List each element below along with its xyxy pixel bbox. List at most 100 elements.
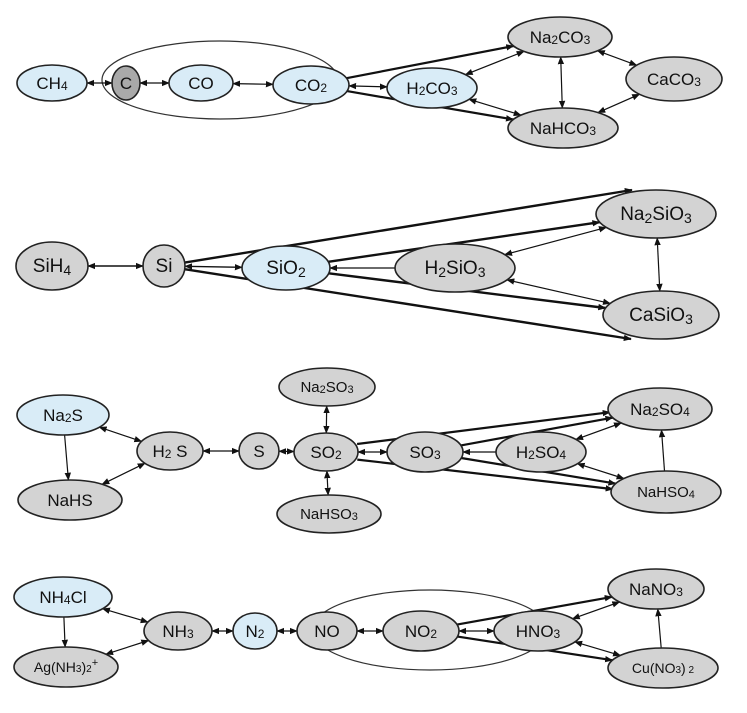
arrow-Si-to-SiO2: [184, 263, 243, 271]
node-H2CO3: H2CO3: [386, 67, 478, 109]
node-label: CO: [188, 74, 214, 93]
node-NaHSO4: NaHSO4: [610, 470, 722, 514]
node-label: NaNO3: [629, 580, 683, 600]
node-label: NaHS: [47, 491, 92, 510]
node-S: S: [238, 432, 280, 470]
node-ellipse: [168, 64, 234, 102]
arrow-H2SO4-to-Na2SO4: [575, 422, 622, 440]
node-Na2S: Na2S: [16, 394, 110, 436]
arrow-NH4Cl-to-NH3: [101, 607, 149, 624]
node-label: SO2: [310, 443, 342, 463]
node-ellipse: [111, 65, 141, 101]
arrow-CO-to-CO2: [232, 80, 274, 88]
node-label: H2 S: [152, 442, 187, 462]
arrow-H2SiO3-to-Na2SiO3: [504, 226, 607, 256]
node-label: SO3: [409, 443, 441, 463]
node-label: NaHSO3: [300, 506, 358, 523]
arrow-H2SiO3-to-CaSiO3: [506, 278, 611, 305]
node-ellipse: [607, 647, 719, 689]
arrow-AgNH32-to-NH3: [105, 639, 150, 656]
arrow-H2CO3-to-NaHCO3: [468, 98, 522, 117]
node-SiH4: SiH4: [15, 241, 89, 291]
node-label: NaHCO3: [530, 119, 597, 139]
arrow-Na2CO3-to-NaHCO3: [557, 56, 566, 109]
node-N2: N2: [232, 612, 278, 650]
node-ellipse: [386, 67, 478, 109]
arrow-HNO3-to-NaNO3: [571, 601, 621, 620]
node-ellipse: [16, 394, 110, 436]
arrow-NH4Cl-to-AgNH32: [61, 616, 69, 648]
node-ellipse: [136, 431, 204, 471]
node-NH4Cl: NH4Cl: [13, 576, 113, 618]
node-label: NO2: [405, 622, 438, 642]
node-ellipse: [272, 65, 350, 105]
node-CO2: CO2: [272, 65, 350, 105]
node-label: Ag(NH3)2+: [34, 657, 98, 675]
reaction-arrows: [61, 44, 666, 663]
arrow-Na2S-to-H2S: [98, 426, 143, 443]
node-label: N2: [246, 622, 265, 642]
arrow-CO2-to-H2CO3: [348, 82, 388, 90]
node-Na2SO4: Na2SO4: [607, 387, 713, 431]
arrow-H2CO3-to-Na2CO3: [464, 50, 525, 76]
node-label: Na2SO4: [630, 400, 690, 420]
arrow-SO2-to-NaHSO3: [324, 470, 331, 496]
node-ellipse: [16, 64, 88, 102]
node-NaHCO3: NaHCO3: [507, 107, 619, 149]
node-C: C: [111, 65, 141, 101]
node-H2SiO3: H2SiO3: [394, 243, 516, 293]
node-Na2CO3: Na2CO3: [507, 16, 613, 58]
node-NO2: NO2: [382, 610, 460, 652]
node-label: C: [120, 74, 132, 93]
node-label: Si: [156, 256, 173, 277]
arrow-NaHCO3-to-CaCO3: [597, 93, 641, 114]
node-SiO2: SiO2: [241, 245, 331, 291]
node-ellipse: [276, 494, 382, 534]
arrow-Na2SiO3-to-CaSiO3: [654, 237, 663, 292]
node-ellipse: [595, 189, 717, 239]
arrow-HNO3-to-CuNO32: [574, 640, 622, 657]
node-ellipse: [507, 16, 613, 58]
node-NaHS: NaHS: [17, 479, 123, 521]
node-ellipse: [495, 431, 587, 473]
node-CH4: CH4: [16, 64, 88, 102]
node-ellipse: [625, 56, 723, 102]
arrow-CuNO32-to-NaNO3: [655, 608, 662, 649]
node-Na2SO3: Na2SO3: [278, 367, 376, 407]
node-ellipse: [241, 245, 331, 291]
node-label: Cu(NO3) 2: [632, 660, 695, 676]
node-CuNO32: Cu(NO3) 2: [607, 647, 719, 689]
node-SO2: SO2: [293, 432, 359, 472]
arrow-NaHSO4-to-Na2SO4: [658, 429, 666, 472]
node-NH3: NH3: [143, 611, 213, 651]
node-NaHSO3: NaHSO3: [276, 494, 382, 534]
node-label: Na2SiO3: [620, 204, 692, 226]
node-ellipse: [382, 610, 460, 652]
node-ellipse: [607, 387, 713, 431]
node-label: SiO2: [266, 258, 306, 280]
node-ellipse: [17, 479, 123, 521]
node-ellipse: [142, 244, 186, 288]
node-H2S: H2 S: [136, 431, 204, 471]
arrow-Na2S-to-NaHS: [64, 434, 71, 481]
node-NO: NO: [296, 611, 358, 651]
node-label: Na2CO3: [530, 28, 591, 48]
node-label: NaHSO4: [637, 484, 695, 501]
node-label: NH4Cl: [39, 588, 86, 608]
node-label: CH4: [36, 74, 68, 94]
node-ellipse: [143, 611, 213, 651]
node-label: HNO3: [516, 622, 561, 642]
arrow-Na2CO3-to-CaCO3: [596, 50, 638, 66]
cycle-loops: [101, 40, 549, 671]
node-ellipse: [394, 243, 516, 293]
node-label: SiH4: [33, 256, 72, 278]
node-label: Na2SO3: [300, 379, 353, 396]
node-AgNH32: Ag(NH3)2+: [13, 646, 119, 688]
node-ellipse: [610, 470, 722, 514]
node-label: CaCO3: [647, 70, 701, 90]
node-label: S: [253, 442, 264, 461]
node-label: CO2: [295, 76, 328, 96]
node-ellipse: [238, 432, 280, 470]
